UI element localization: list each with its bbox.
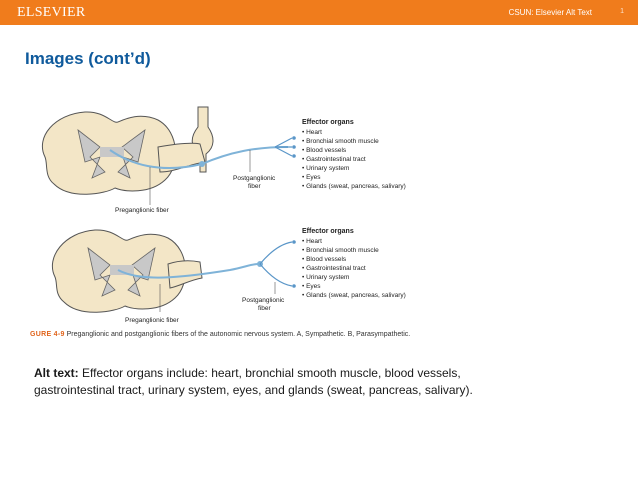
effector-item: • Bronchial smooth muscle: [302, 138, 379, 145]
alt-text-label: Alt text:: [34, 366, 79, 380]
header-bar: ELSEVIER CSUN: Elsevier Alt Text 1: [0, 0, 638, 25]
page-number: 1: [620, 8, 624, 15]
effector-item: • Blood vessels: [302, 256, 347, 263]
autonomic-nervous-system-figure: Effector organs • Heart • Bronchial smoo…: [41, 106, 406, 324]
postganglionic-label-bottom: Postganglionic: [242, 297, 285, 304]
effector-item: • Eyes: [302, 174, 321, 181]
sympathetic-chain: [191, 106, 214, 173]
effector-item: • Glands (sweat, pancreas, salivary): [302, 183, 406, 190]
effector-item: • Glands (sweat, pancreas, salivary): [302, 292, 406, 299]
figure-number: GURE 4-9: [30, 331, 65, 338]
effector-title-bottom: Effector organs: [302, 228, 354, 235]
preganglionic-label-top: Preganglionic fiber: [115, 207, 170, 214]
effector-item: • Bronchial smooth muscle: [302, 247, 379, 254]
course-label: CSUN: Elsevier Alt Text: [508, 8, 592, 17]
postganglionic-label-bottom-2: fiber: [258, 305, 271, 312]
effector-item: • Heart: [302, 238, 322, 245]
figure-caption-text: Preganglionic and postganglionic fibers …: [66, 331, 411, 338]
figure-caption: GURE 4-9 Preganglionic and postganglioni…: [30, 331, 410, 338]
effector-item: • Urinary system: [302, 274, 349, 281]
sympathetic-panel: Effector organs • Heart • Bronchial smoo…: [41, 106, 406, 214]
postganglionic-label-top: Postganglionic: [233, 175, 276, 182]
effector-item: • Gastrointestinal tract: [302, 265, 366, 272]
alt-text-block: Alt text: Effector organs include: heart…: [34, 365, 504, 399]
effector-title-top: Effector organs: [302, 119, 354, 126]
effector-item: • Eyes: [302, 283, 321, 290]
brand-logo: ELSEVIER: [17, 5, 86, 20]
alt-text-body: Effector organs include: heart, bronchia…: [34, 366, 473, 397]
preganglionic-fiber-bottom: [117, 263, 259, 279]
slide-title: Images (cont’d): [25, 49, 151, 68]
postganglionic-fiber-top: [201, 146, 289, 165]
effector-item: • Heart: [302, 129, 322, 136]
effector-item: • Gastrointestinal tract: [302, 156, 366, 163]
parasympathetic-panel: Effector organs • Heart • Bronchial smoo…: [51, 228, 406, 324]
effector-item: • Blood vessels: [302, 147, 347, 154]
preganglionic-label-bottom: Preganglionic fiber: [125, 317, 180, 324]
effector-item: • Urinary system: [302, 165, 349, 172]
postganglionic-label-top-2: fiber: [248, 183, 261, 190]
preganglionic-fiber-top: [109, 149, 203, 170]
